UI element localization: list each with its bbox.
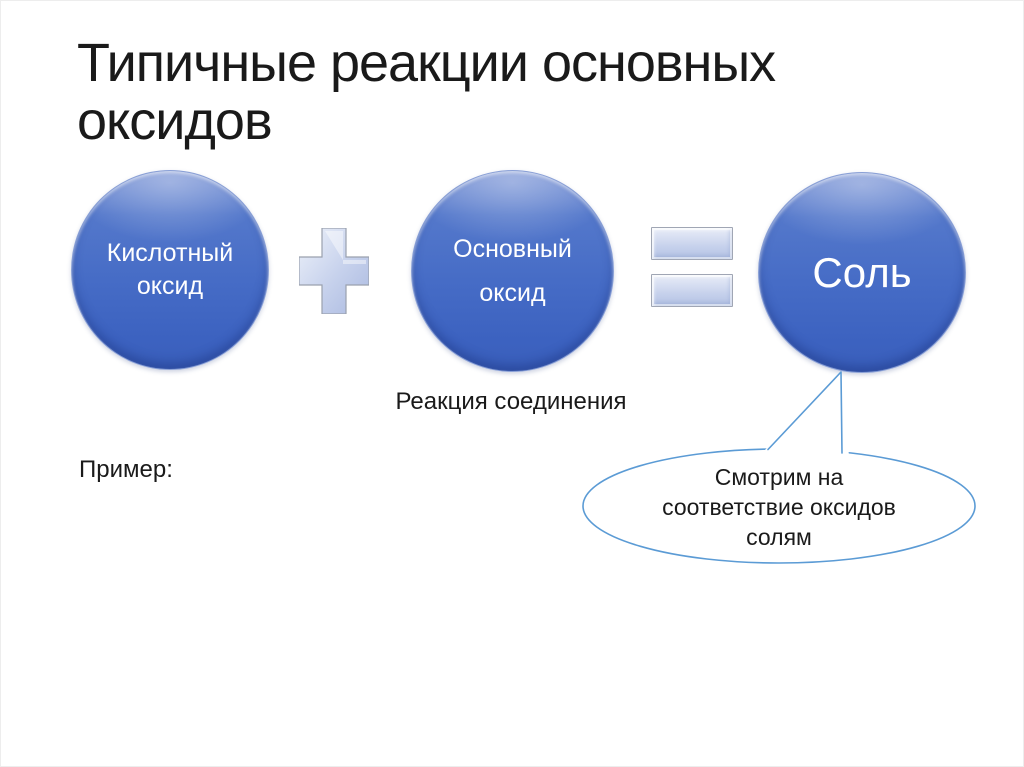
circle-basic-oxide-label-line1: Основный — [453, 235, 572, 263]
callout-tail — [767, 371, 843, 454]
circle-basic-oxide-label-line2: оксид — [479, 279, 546, 307]
equals-bar-bottom — [651, 274, 733, 307]
circle-acid-oxide-label-line1: Кислотный — [106, 239, 234, 267]
example-label: Пример: — [79, 456, 173, 483]
circle-acid-oxide-label-line2: оксид — [136, 272, 204, 300]
callout-tail-mask — [763, 372, 849, 456]
callout-text-line1: Смотрим на — [714, 464, 844, 490]
reaction-type-caption: Реакция соединения — [395, 388, 627, 415]
callout-text-line3: солям — [746, 524, 812, 550]
plus-icon — [299, 228, 369, 314]
page-title: Типичные реакции основных оксидов — [77, 33, 776, 151]
callout-bubble — [582, 371, 976, 564]
callout-text: Смотрим на соответствие оксидов солям — [589, 462, 969, 552]
circle-salt-label: Соль — [812, 248, 912, 296]
circle-salt: Соль — [758, 172, 966, 373]
callout-text-line2: соответствие оксидов — [662, 494, 896, 520]
equals-bar-top — [651, 227, 733, 260]
circle-basic-oxide: Основный оксид — [411, 170, 614, 372]
circle-acid-oxide: Кислотный оксид — [71, 170, 269, 370]
